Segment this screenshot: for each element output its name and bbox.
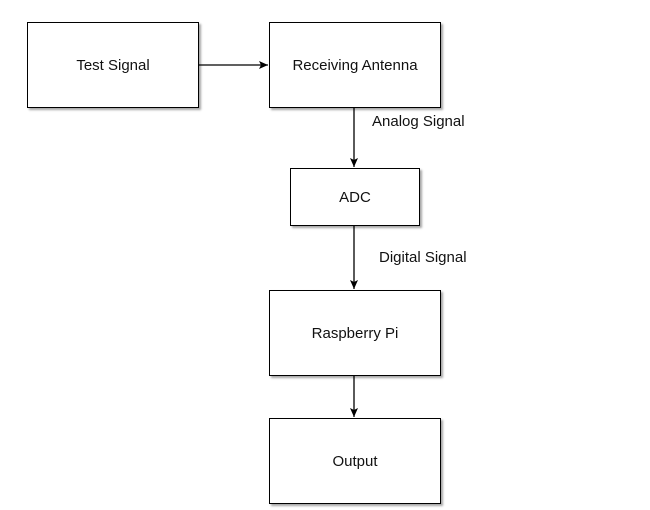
node-adc-label: ADC xyxy=(339,188,371,206)
node-test-signal[interactable]: Test Signal xyxy=(27,22,199,108)
edge-label-digital-signal: Digital Signal xyxy=(379,249,467,266)
node-raspberry-pi[interactable]: Raspberry Pi xyxy=(269,290,441,376)
node-output[interactable]: Output xyxy=(269,418,441,504)
node-receiving-antenna-label: Receiving Antenna xyxy=(292,56,418,74)
node-raspberry-pi-label: Raspberry Pi xyxy=(311,324,399,342)
edge-label-analog-signal: Analog Signal xyxy=(372,113,465,130)
node-output-label: Output xyxy=(332,452,378,470)
node-receiving-antenna[interactable]: Receiving Antenna xyxy=(269,22,441,108)
node-test-signal-label: Test Signal xyxy=(76,56,150,74)
node-adc[interactable]: ADC xyxy=(290,168,420,226)
